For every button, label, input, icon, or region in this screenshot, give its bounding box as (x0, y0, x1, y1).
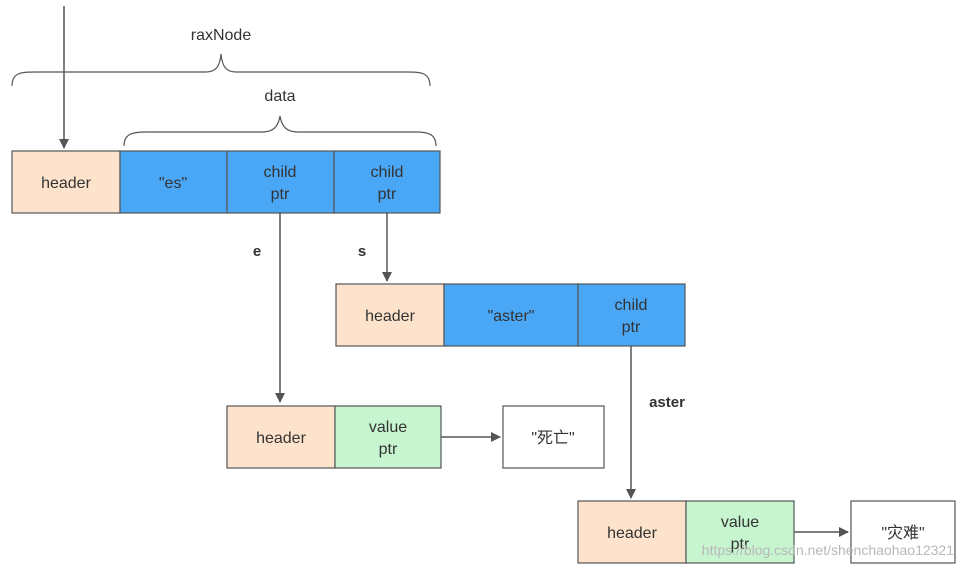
edge-aster-label: aster (649, 394, 685, 411)
aster-header-label: header (365, 308, 415, 325)
root-node: header "es" child ptr child ptr (11, 150, 441, 214)
e-leaf-value-ptr-label-2: ptr (379, 441, 398, 458)
aster-child-ptr-cell (577, 283, 686, 347)
e-leaf-header-cell (226, 405, 336, 469)
aster-leaf-target-label: "灾难" (881, 524, 924, 542)
root-child-ptr-s-label-1: child (371, 164, 404, 181)
aster-leaf-value-ptr-label-2: ptr (731, 536, 750, 553)
aster-key-cell (443, 283, 579, 347)
e-leaf-value-ptr-cell (334, 405, 442, 469)
aster-key-label: "aster" (488, 308, 535, 325)
raxnode-label: raxNode (191, 27, 252, 44)
edge-s-label: s (358, 243, 366, 260)
aster-leaf-header-label: header (607, 525, 657, 542)
aster-node: header "aster" child ptr (335, 283, 686, 347)
root-child-ptr-e-label-2: ptr (271, 186, 290, 203)
root-key-label: "es" (159, 175, 187, 192)
e-leaf-target-box (502, 405, 605, 469)
aster-leaf-node: header value ptr (577, 500, 795, 564)
aster-leaf-header-cell (577, 500, 687, 564)
edge-e-label: e (253, 243, 261, 260)
watermark-text: https://blog.csdn.net/shenchaohao12321 (702, 542, 954, 558)
raxnode-brace (11, 53, 431, 87)
root-child-ptr-s-label-2: ptr (378, 186, 397, 203)
data-label: data (264, 88, 295, 105)
e-leaf-target-label: "死亡" (531, 429, 574, 447)
aster-leaf-target-box (850, 500, 956, 564)
root-child-ptr-s-cell (333, 150, 441, 214)
aster-leaf-value-ptr-cell (685, 500, 795, 564)
e-leaf-header-label: header (256, 430, 306, 447)
aster-child-ptr-label-2: ptr (622, 319, 641, 336)
e-leaf-value-ptr-label-1: value (369, 419, 407, 436)
data-brace (123, 115, 437, 147)
e-leaf-node: header value ptr (226, 405, 442, 469)
aster-leaf-value-ptr-label-1: value (721, 514, 759, 531)
root-key-cell (119, 150, 228, 214)
aster-child-ptr-label-1: child (615, 297, 648, 314)
root-child-ptr-e-cell (226, 150, 335, 214)
aster-header-cell (335, 283, 445, 347)
root-header-label: header (41, 175, 91, 192)
root-child-ptr-e-label-1: child (264, 164, 297, 181)
